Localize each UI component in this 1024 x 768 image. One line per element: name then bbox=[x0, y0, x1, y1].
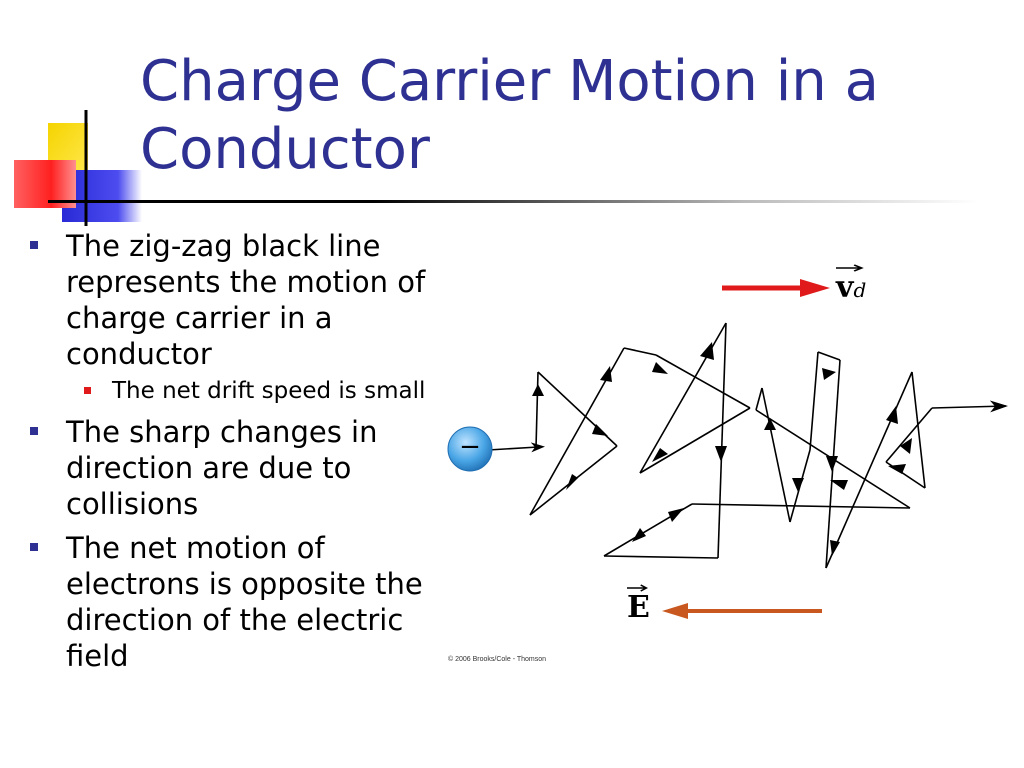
path-segment bbox=[655, 354, 751, 409]
bullet-marker bbox=[30, 241, 38, 249]
path-segment bbox=[885, 461, 926, 489]
path-segment bbox=[825, 371, 913, 569]
title-decoration bbox=[14, 110, 142, 226]
path-arrowhead bbox=[668, 508, 684, 522]
path-segment bbox=[623, 347, 657, 356]
vector-arrow-icon bbox=[627, 584, 648, 592]
field-label: E bbox=[627, 584, 650, 625]
field-arrowhead bbox=[662, 603, 688, 619]
path-segment bbox=[761, 387, 791, 523]
path-arrowhead bbox=[715, 446, 727, 462]
sub-bullet-marker bbox=[84, 387, 91, 394]
path-segment bbox=[755, 387, 763, 411]
path-segment bbox=[911, 371, 926, 489]
bullet-text: The sharp changes in direction are due t… bbox=[66, 415, 378, 521]
slide-title: Charge Carrier Motion in a Conductor bbox=[140, 49, 879, 182]
path-arrowhead bbox=[632, 528, 646, 542]
field-symbol: E bbox=[627, 590, 650, 625]
path-segment bbox=[755, 409, 911, 509]
bullet-text: The net motion of electrons is opposite … bbox=[66, 531, 423, 673]
path-arrowhead bbox=[764, 418, 776, 430]
path-segment bbox=[537, 371, 618, 447]
path-arrowhead bbox=[900, 438, 912, 454]
path-arrowheads bbox=[532, 342, 912, 556]
path-segment bbox=[603, 503, 693, 557]
path-arrowhead bbox=[600, 366, 612, 382]
drift-velocity-arrowhead bbox=[800, 279, 830, 297]
electron-symbol: − bbox=[459, 432, 481, 462]
path-segment bbox=[809, 351, 819, 451]
bullet-marker bbox=[30, 543, 38, 551]
path-arrowhead bbox=[830, 480, 848, 490]
path-segment bbox=[885, 407, 933, 463]
drift-velocity-symbol: v bbox=[836, 270, 854, 305]
bullet-list: The zig-zag black line represents the mo… bbox=[30, 228, 440, 682]
path-segment bbox=[529, 347, 625, 516]
title-underline bbox=[48, 200, 978, 203]
bullet-item: The sharp changes in direction are due t… bbox=[30, 414, 440, 522]
path-arrowhead bbox=[792, 478, 804, 492]
copyright-note: © 2006 Brooks/Cole - Thomson bbox=[448, 656, 547, 663]
path-arrowhead bbox=[826, 456, 838, 472]
path-segment bbox=[639, 407, 751, 474]
path-segment bbox=[717, 322, 727, 559]
path-segment bbox=[603, 555, 719, 559]
path-arrowhead bbox=[592, 424, 608, 436]
path-segment bbox=[789, 449, 811, 523]
path-arrowhead bbox=[700, 342, 714, 360]
sub-bullet-text: The net drift speed is small bbox=[112, 378, 426, 404]
bullet-text: The zig-zag black line represents the mo… bbox=[66, 229, 426, 371]
path-segment bbox=[535, 371, 539, 449]
path-arrowhead bbox=[830, 540, 840, 556]
drift-velocity-label: vd bbox=[836, 264, 867, 305]
path-segment bbox=[487, 442, 545, 453]
path-arrowhead bbox=[886, 406, 898, 424]
path-arrowhead bbox=[822, 368, 836, 380]
path-arrowhead bbox=[532, 384, 544, 396]
bullet-item: The net motion of electrons is opposite … bbox=[30, 530, 440, 674]
path-arrowhead bbox=[652, 362, 668, 374]
path-arrowhead bbox=[888, 464, 906, 474]
drift-velocity-subscript: d bbox=[853, 278, 867, 302]
path-arrowhead bbox=[652, 448, 668, 462]
path-segment bbox=[825, 359, 841, 569]
path-segment bbox=[691, 503, 911, 509]
vector-arrow-icon bbox=[836, 264, 864, 272]
path-arrowhead bbox=[566, 474, 578, 490]
sub-bullet-item: The net drift speed is small bbox=[66, 376, 440, 406]
path-segment bbox=[931, 400, 1008, 413]
zigzag-path bbox=[487, 322, 1008, 569]
path-segment bbox=[817, 351, 841, 361]
bullet-item: The zig-zag black line represents the mo… bbox=[30, 228, 440, 406]
path-segment bbox=[639, 322, 727, 474]
path-segment bbox=[529, 445, 618, 516]
bullet-marker bbox=[30, 427, 38, 435]
